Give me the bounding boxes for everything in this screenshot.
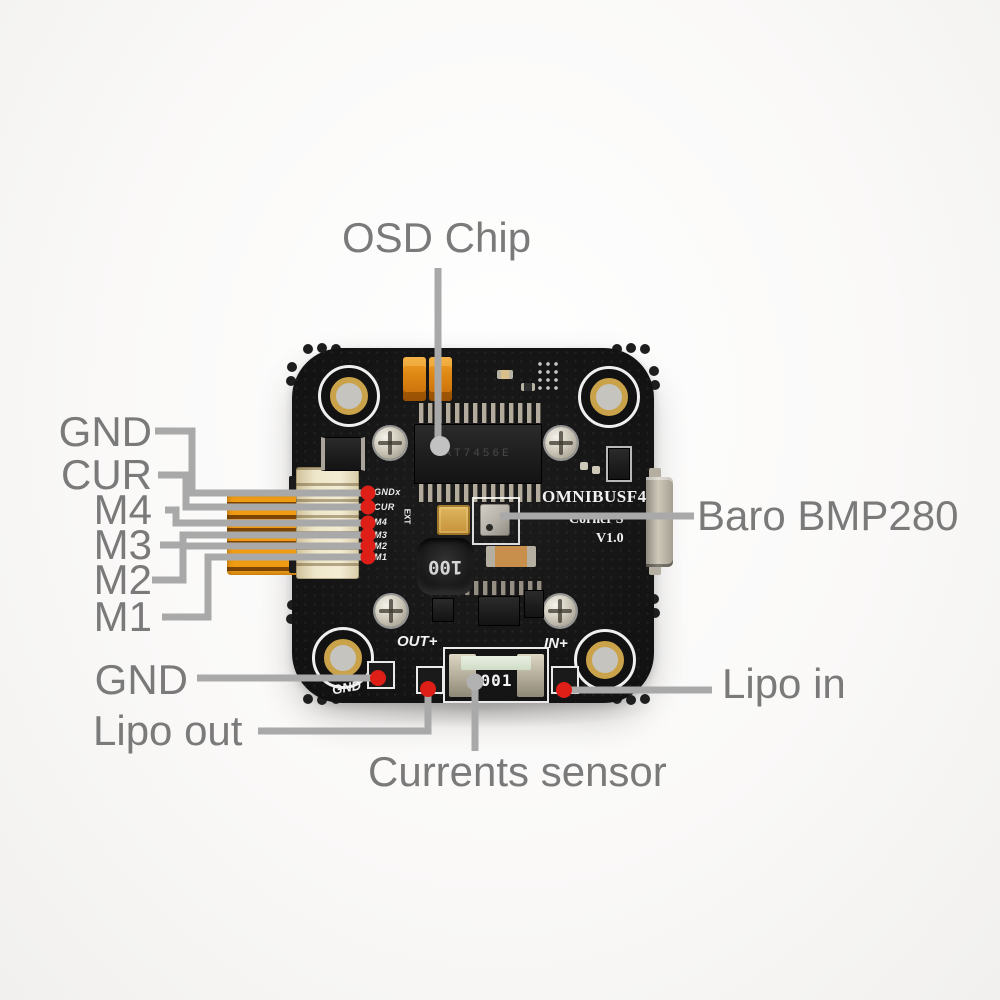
smd-component xyxy=(580,462,588,470)
smd-component xyxy=(497,370,513,379)
pin-marker-gnd-bottom xyxy=(370,670,386,686)
label-gnd-bottom: GND xyxy=(94,656,188,703)
osd-chip-marking: AT7456E xyxy=(444,448,512,460)
pin-marker-cur xyxy=(360,499,376,515)
label-currents-sensor: Currents sensor xyxy=(368,748,667,795)
silk-pin-label: M3 xyxy=(374,530,388,540)
osd-chip-pins-top xyxy=(419,403,543,423)
pin-marker-m3 xyxy=(360,527,376,543)
silk-pin-label: M2 xyxy=(374,541,388,551)
pin-marker-gnd xyxy=(360,485,376,501)
mount-hole-bottom-right xyxy=(574,629,636,691)
connector-latch xyxy=(289,476,298,492)
castellation xyxy=(649,366,659,376)
pin-marker-m1 xyxy=(360,549,376,565)
label-gnd: GND xyxy=(58,408,152,455)
crystal-oscillator xyxy=(437,505,470,535)
castellation xyxy=(286,614,296,624)
silk-in-plus: IN+ xyxy=(544,635,568,652)
castellation xyxy=(317,695,327,705)
smd-component xyxy=(592,466,600,474)
screw-bottom-left xyxy=(375,595,407,627)
label-lipo-in: Lipo in xyxy=(722,660,846,707)
callout-line-m1 xyxy=(162,553,364,621)
label-lipo-out: Lipo out xyxy=(93,707,243,754)
callout-line-m3 xyxy=(160,531,364,549)
connector-latch xyxy=(289,557,298,573)
callout-line-m4 xyxy=(165,506,364,527)
label-m3: M3 xyxy=(93,521,152,568)
castellation xyxy=(317,343,327,353)
castellation xyxy=(303,694,313,704)
pin-marker-m4 xyxy=(360,515,376,531)
pin-marker-lipo-out xyxy=(420,681,436,697)
soic8-chip xyxy=(321,437,365,471)
callout-line-gnd xyxy=(155,427,364,497)
silk-pin-label: CUR xyxy=(374,502,395,512)
castellation xyxy=(650,608,660,618)
baro-silkscreen-outline xyxy=(472,497,520,545)
usb-tab xyxy=(649,468,661,478)
mount-hole-top-right xyxy=(578,366,640,428)
mount-hole-top-left xyxy=(318,365,380,427)
solder-pads-row xyxy=(456,581,542,595)
tantalum-capacitor xyxy=(403,357,426,401)
castellation xyxy=(626,695,636,705)
label-m2: M2 xyxy=(93,556,152,603)
castellation xyxy=(640,344,650,354)
silk-pin-label: M4 xyxy=(374,517,388,527)
silk-pin-label: M1 xyxy=(374,552,388,562)
baro-bmp280-sensor xyxy=(480,504,510,536)
smd-component xyxy=(608,448,630,480)
smd-component xyxy=(521,383,535,391)
regulator-ic xyxy=(478,596,520,626)
screw-top-left xyxy=(374,427,406,459)
pin-marker-m2 xyxy=(360,538,376,554)
label-osd-chip: OSD Chip xyxy=(342,214,532,261)
target-dot-currents-sensor xyxy=(466,673,484,691)
castellation xyxy=(649,594,659,604)
micro-usb-connector xyxy=(646,477,673,567)
castellation xyxy=(626,343,636,353)
solder-pad-grid xyxy=(536,360,562,390)
shunt-marking: 001 xyxy=(480,671,513,690)
castellation xyxy=(287,362,297,372)
shunt-strip xyxy=(461,656,531,670)
castellation xyxy=(640,694,650,704)
callout-line-m2 xyxy=(152,542,364,584)
screw-top-right xyxy=(545,427,577,459)
silk-model: OMNIBUSF4 xyxy=(542,487,647,506)
castellation xyxy=(303,344,313,354)
power-inductor: 100 xyxy=(417,538,474,595)
smd-capacitor xyxy=(486,546,536,567)
silk-out-plus: OUT+ xyxy=(397,633,438,650)
castellation xyxy=(286,376,296,386)
pin-marker-lipo-in xyxy=(556,682,572,698)
label-baro: Baro BMP280 xyxy=(697,492,959,539)
callout-line-lipo-out xyxy=(258,692,432,735)
target-dot-osd-chip xyxy=(430,436,450,456)
smd-transistor xyxy=(432,598,454,622)
silk-version: V1.0 xyxy=(596,531,624,546)
callout-line-cur xyxy=(158,471,364,511)
label-cur: CUR xyxy=(61,451,152,498)
usb-tab xyxy=(649,565,661,575)
castellation xyxy=(650,380,660,390)
silk-pin-label: GNDx xyxy=(374,487,401,497)
label-m1: M1 xyxy=(93,593,152,640)
baro-port-hole xyxy=(486,524,493,531)
label-m4: M4 xyxy=(93,486,152,533)
screw-bottom-right xyxy=(544,595,576,627)
smd-transistor xyxy=(524,590,544,618)
